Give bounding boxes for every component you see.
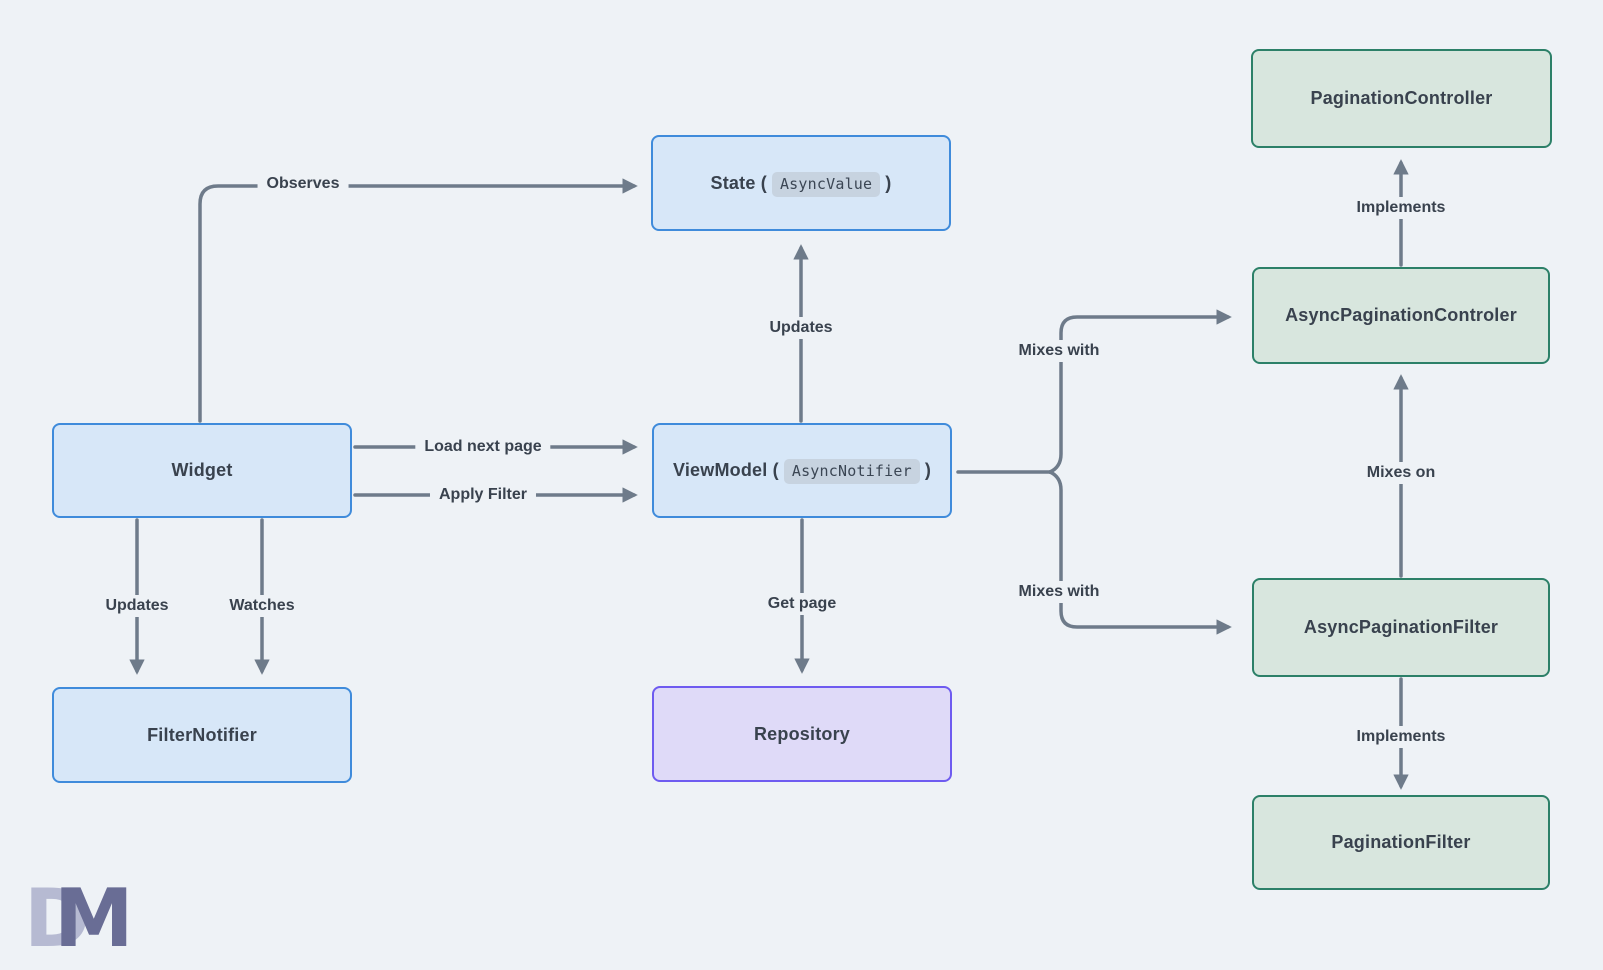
node-viewmodel-code: AsyncNotifier	[783, 459, 920, 484]
node-viewmodel: ViewModel (AsyncNotifier)	[652, 423, 952, 518]
edge-label-mixes-with-controller: Mixes with	[1009, 340, 1109, 362]
edge-label-load-next-page: Load next page	[415, 436, 551, 458]
node-filter-notifier-label: FilterNotifier	[147, 724, 257, 745]
edge-label-mixes-with-filter: Mixes with	[1009, 581, 1109, 603]
node-async-pagination-filter-label: AsyncPaginationFilter	[1303, 617, 1499, 637]
edge-label-mixes-on: Mixes on	[1357, 462, 1445, 484]
dm-logo: D M	[24, 872, 134, 960]
node-widget: Widget	[52, 423, 352, 518]
logo-d-letter: D	[24, 872, 90, 960]
connector-observes	[198, 178, 638, 423]
edge-label-updates-filter-notifier: Updates	[96, 595, 178, 617]
node-pagination-filter-label: PaginationFilter	[1331, 832, 1471, 852]
node-state-code: AsyncValue	[771, 171, 881, 197]
edge-label-implements-controller: Implements	[1347, 197, 1455, 219]
node-async-pagination-controler: AsyncPaginationControler	[1252, 267, 1550, 364]
node-widget-label: Widget	[171, 460, 233, 480]
edge-label-updates-state: Updates	[760, 317, 842, 339]
node-state: State (AsyncValue)	[651, 135, 951, 231]
edge-label-watches: Watches	[220, 595, 304, 617]
connector-mixes-with-controller	[1048, 309, 1232, 474]
node-async-pagination-controler-label: AsyncPaginationControler	[1285, 305, 1517, 325]
node-pagination-controller-label: PaginationController	[1310, 88, 1493, 108]
node-repository-label: Repository	[753, 723, 851, 744]
edge-label-get-page: Get page	[758, 593, 846, 615]
node-viewmodel-label: ViewModel (AsyncNotifier)	[673, 459, 931, 484]
logo-m-letter: M	[54, 872, 134, 960]
node-filter-notifier: FilterNotifier	[52, 687, 352, 783]
node-state-label: State (AsyncValue)	[711, 171, 892, 197]
node-pagination-filter: PaginationFilter	[1252, 795, 1550, 890]
edge-label-implements-filter: Implements	[1347, 726, 1455, 748]
node-pagination-controller: PaginationController	[1251, 49, 1552, 148]
node-async-pagination-filter: AsyncPaginationFilter	[1252, 578, 1550, 677]
node-repository: Repository	[652, 686, 952, 782]
edge-label-observes: Observes	[257, 173, 349, 195]
edge-label-apply-filter: Apply Filter	[429, 484, 537, 506]
connector-mixes-with-filter	[1048, 470, 1232, 635]
